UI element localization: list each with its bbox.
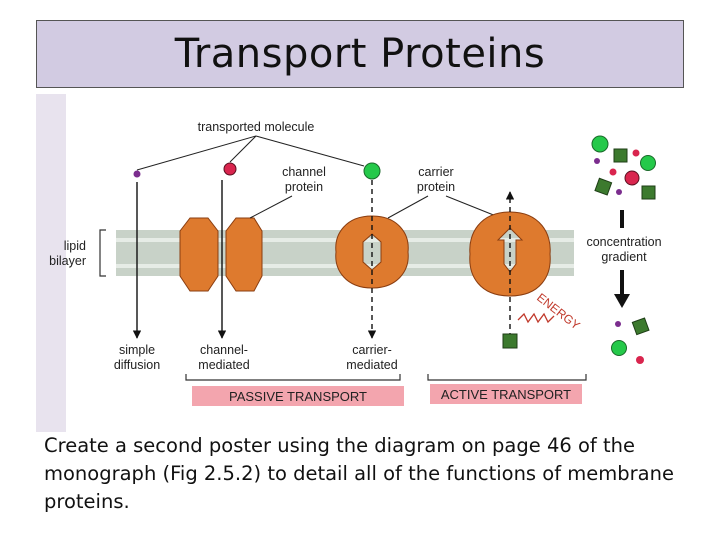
dark-green-molecule	[502, 333, 518, 349]
carrier-mediated-label-2: mediated	[346, 358, 397, 372]
gradient-green-1	[591, 135, 609, 153]
transported-molecule-label: transported molecule	[198, 120, 315, 134]
lipid-label-2: bilayer	[49, 254, 86, 268]
simple-diffusion-label-2: diffusion	[114, 358, 160, 372]
gradient-purple-2	[616, 189, 622, 195]
low-green-molecule	[611, 340, 627, 356]
channel-mediated-label-1: channel-	[200, 343, 248, 357]
transport-diagram-svg: lipid bilayer transported molecule chann…	[36, 94, 662, 432]
channel-protein-label-1: channel	[282, 165, 326, 179]
bilayer-bracket	[99, 229, 106, 277]
gradient-square-1	[613, 148, 628, 163]
instruction-text: Create a second poster using the diagram…	[44, 434, 674, 513]
carrier-protein-label-2: protein	[417, 180, 455, 194]
page-edge-strip	[36, 94, 66, 432]
red-molecule	[223, 162, 237, 176]
channel-protein-right	[225, 217, 263, 292]
gradient-green-2	[640, 155, 656, 171]
gradient-arrow-head	[614, 294, 630, 308]
channel-pointer-line	[249, 195, 293, 219]
active-bracket	[427, 374, 587, 381]
pointer-line-simple	[136, 135, 257, 171]
small-purple-molecule	[133, 170, 141, 178]
carrier-pointer-line-b	[445, 195, 497, 217]
low-square-molecule	[631, 317, 650, 336]
gradient-red-1	[632, 149, 640, 157]
gradient-label: gradient	[601, 250, 647, 264]
gradient-square-2	[594, 177, 613, 196]
gradient-purple-1	[594, 158, 600, 164]
pointer-line-channel	[229, 135, 257, 163]
gradient-square-3	[641, 185, 656, 200]
carrier-protein-label-1: carrier	[418, 165, 453, 179]
simple-diffusion-label-1: simple	[119, 343, 155, 357]
channel-protein-left	[179, 217, 219, 292]
energy-label: ENERGY	[534, 290, 583, 332]
low-purple-molecule	[615, 321, 621, 327]
energy-zigzag	[517, 312, 555, 324]
gradient-red-2	[609, 168, 617, 176]
carrier-protein-active	[469, 211, 551, 297]
active-transport-bar	[430, 384, 582, 404]
low-red-molecule	[636, 356, 644, 364]
active-transport-label: ACTIVE TRANSPORT	[441, 387, 571, 402]
carrier-mediated-label-1: carrier-	[352, 343, 392, 357]
transport-diagram: lipid bilayer transported molecule chann…	[36, 94, 686, 432]
channel-mediated-label-2: mediated	[198, 358, 249, 372]
page-title: Transport Proteins	[174, 31, 546, 77]
passive-transport-label: PASSIVE TRANSPORT	[229, 389, 367, 404]
passive-transport-bar	[192, 386, 404, 406]
channel-protein-label-2: protein	[285, 180, 323, 194]
title-banner: Transport Proteins	[36, 20, 684, 88]
pointer-line-carrier	[255, 135, 365, 167]
passive-bracket	[185, 374, 401, 381]
concentration-label: concentration	[586, 235, 661, 249]
carrier-pointer-line-a	[387, 195, 429, 219]
gradient-red-3	[624, 170, 640, 186]
green-molecule	[363, 162, 381, 180]
lipid-label-1: lipid	[64, 239, 86, 253]
